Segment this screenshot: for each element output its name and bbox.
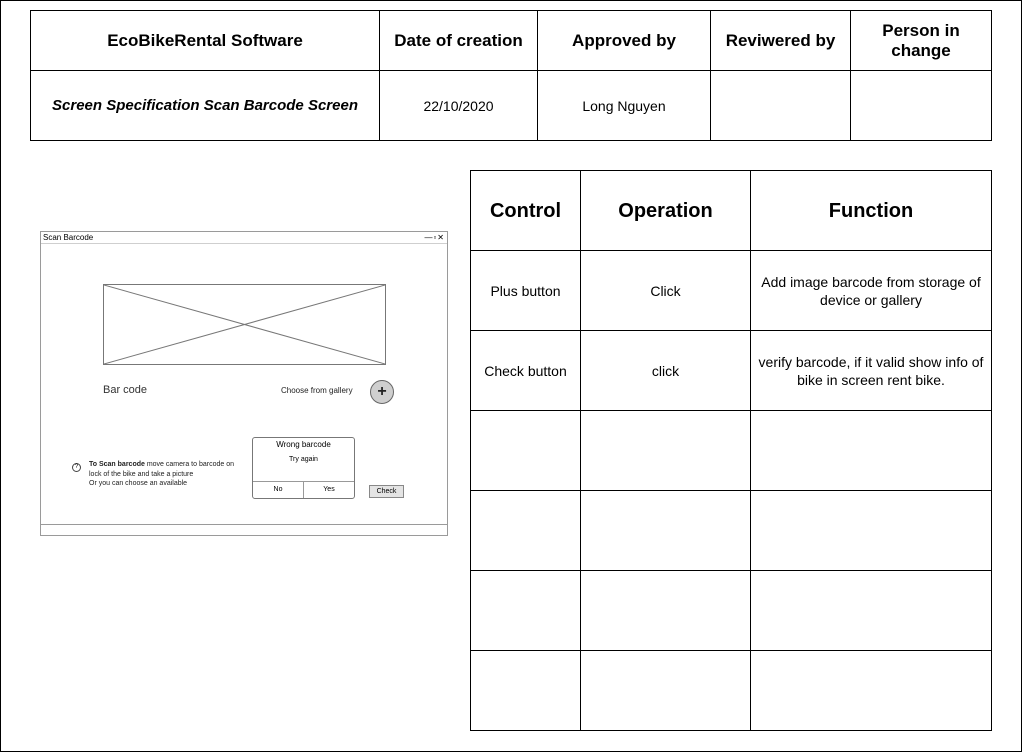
reviewer-name bbox=[710, 70, 851, 141]
spec-operation-cell: click bbox=[580, 330, 751, 411]
table-row: Plus button Click Add image barcode from… bbox=[470, 250, 992, 331]
image-placeholder-cross bbox=[104, 285, 385, 364]
spec-function-cell bbox=[750, 650, 992, 731]
table-row bbox=[470, 650, 992, 731]
table-row bbox=[470, 490, 992, 571]
table-row: Check button click verify barcode, if it… bbox=[470, 330, 992, 411]
mockup-window-title: Scan Barcode bbox=[43, 233, 94, 242]
mockup-statusbar bbox=[41, 524, 447, 525]
control-spec-table: Control Operation Function Plus button C… bbox=[470, 170, 992, 731]
dialog-title: Wrong barcode bbox=[276, 440, 331, 449]
table-row bbox=[470, 410, 992, 491]
spec-control-cell bbox=[470, 410, 581, 491]
scan-hint-rest: move camera to barcode on lock of the bi… bbox=[89, 461, 234, 478]
header-software: EcoBikeRental Software bbox=[30, 10, 380, 71]
mockup-titlebar: Scan Barcode —▫✕ bbox=[41, 232, 447, 244]
header-row: EcoBikeRental Software Date of creation … bbox=[30, 10, 992, 71]
spec-header-control: Control bbox=[470, 170, 581, 251]
spec-control-cell bbox=[470, 570, 581, 651]
wrong-barcode-dialog: Wrong barcode Try again No Yes bbox=[252, 437, 355, 499]
spec-control-cell: Plus button bbox=[470, 250, 581, 331]
spec-control-cell bbox=[470, 490, 581, 571]
table-row bbox=[470, 570, 992, 651]
scan-hint-bold: To Scan barcode bbox=[89, 461, 145, 468]
barcode-label: Bar code bbox=[103, 384, 148, 396]
spec-header-function: Function bbox=[750, 170, 992, 251]
person-in-charge-name bbox=[850, 70, 992, 141]
dialog-buttons: No Yes bbox=[253, 481, 354, 498]
spec-operation-cell: Click bbox=[580, 250, 751, 331]
header-reviewed-by: Reviwered by bbox=[710, 10, 851, 71]
spec-function-cell: Add image barcode from storage of device… bbox=[750, 250, 992, 331]
spec-control-cell: Check button bbox=[470, 330, 581, 411]
approver-name: Long Nguyen bbox=[537, 70, 711, 141]
document-header-table: EcoBikeRental Software Date of creation … bbox=[30, 10, 992, 141]
plus-button[interactable]: + bbox=[370, 380, 394, 404]
scan-hint-text: To Scan barcode move camera to barcode o… bbox=[89, 460, 239, 489]
header-values-row: Screen Specification Scan Barcode Screen… bbox=[30, 70, 992, 141]
check-button[interactable]: Check bbox=[369, 485, 404, 498]
choose-from-gallery-label: Choose from gallery bbox=[281, 386, 353, 395]
help-icon: ? bbox=[72, 463, 81, 472]
yes-button[interactable]: Yes bbox=[303, 482, 354, 498]
header-approved-by: Approved by bbox=[537, 10, 711, 71]
barcode-image-placeholder bbox=[103, 284, 386, 365]
no-button[interactable]: No bbox=[273, 486, 283, 493]
spec-operation-cell bbox=[580, 410, 751, 491]
spec-function-cell bbox=[750, 570, 992, 651]
spec-header-row: Control Operation Function bbox=[470, 170, 992, 251]
creation-date: 22/10/2020 bbox=[379, 70, 538, 141]
spec-operation-cell bbox=[580, 570, 751, 651]
header-date-of-creation: Date of creation bbox=[379, 10, 538, 71]
spec-operation-cell bbox=[580, 490, 751, 571]
window-controls-icon[interactable]: —▫✕ bbox=[424, 233, 445, 242]
spec-header-operation: Operation bbox=[580, 170, 751, 251]
spec-function-cell: verify barcode, if it valid show info of… bbox=[750, 330, 992, 411]
spec-function-cell bbox=[750, 410, 992, 491]
spec-operation-cell bbox=[580, 650, 751, 731]
scan-barcode-mockup: Scan Barcode —▫✕ Bar code Choose from ga… bbox=[40, 231, 448, 536]
scan-hint-line2: Or you can choose an available bbox=[89, 480, 188, 487]
spec-function-cell bbox=[750, 490, 992, 571]
spec-control-cell bbox=[470, 650, 581, 731]
header-person-in-charge: Person in change bbox=[850, 10, 992, 71]
document-title: Screen Specification Scan Barcode Screen bbox=[30, 70, 380, 141]
dialog-message: Try again bbox=[289, 456, 318, 463]
